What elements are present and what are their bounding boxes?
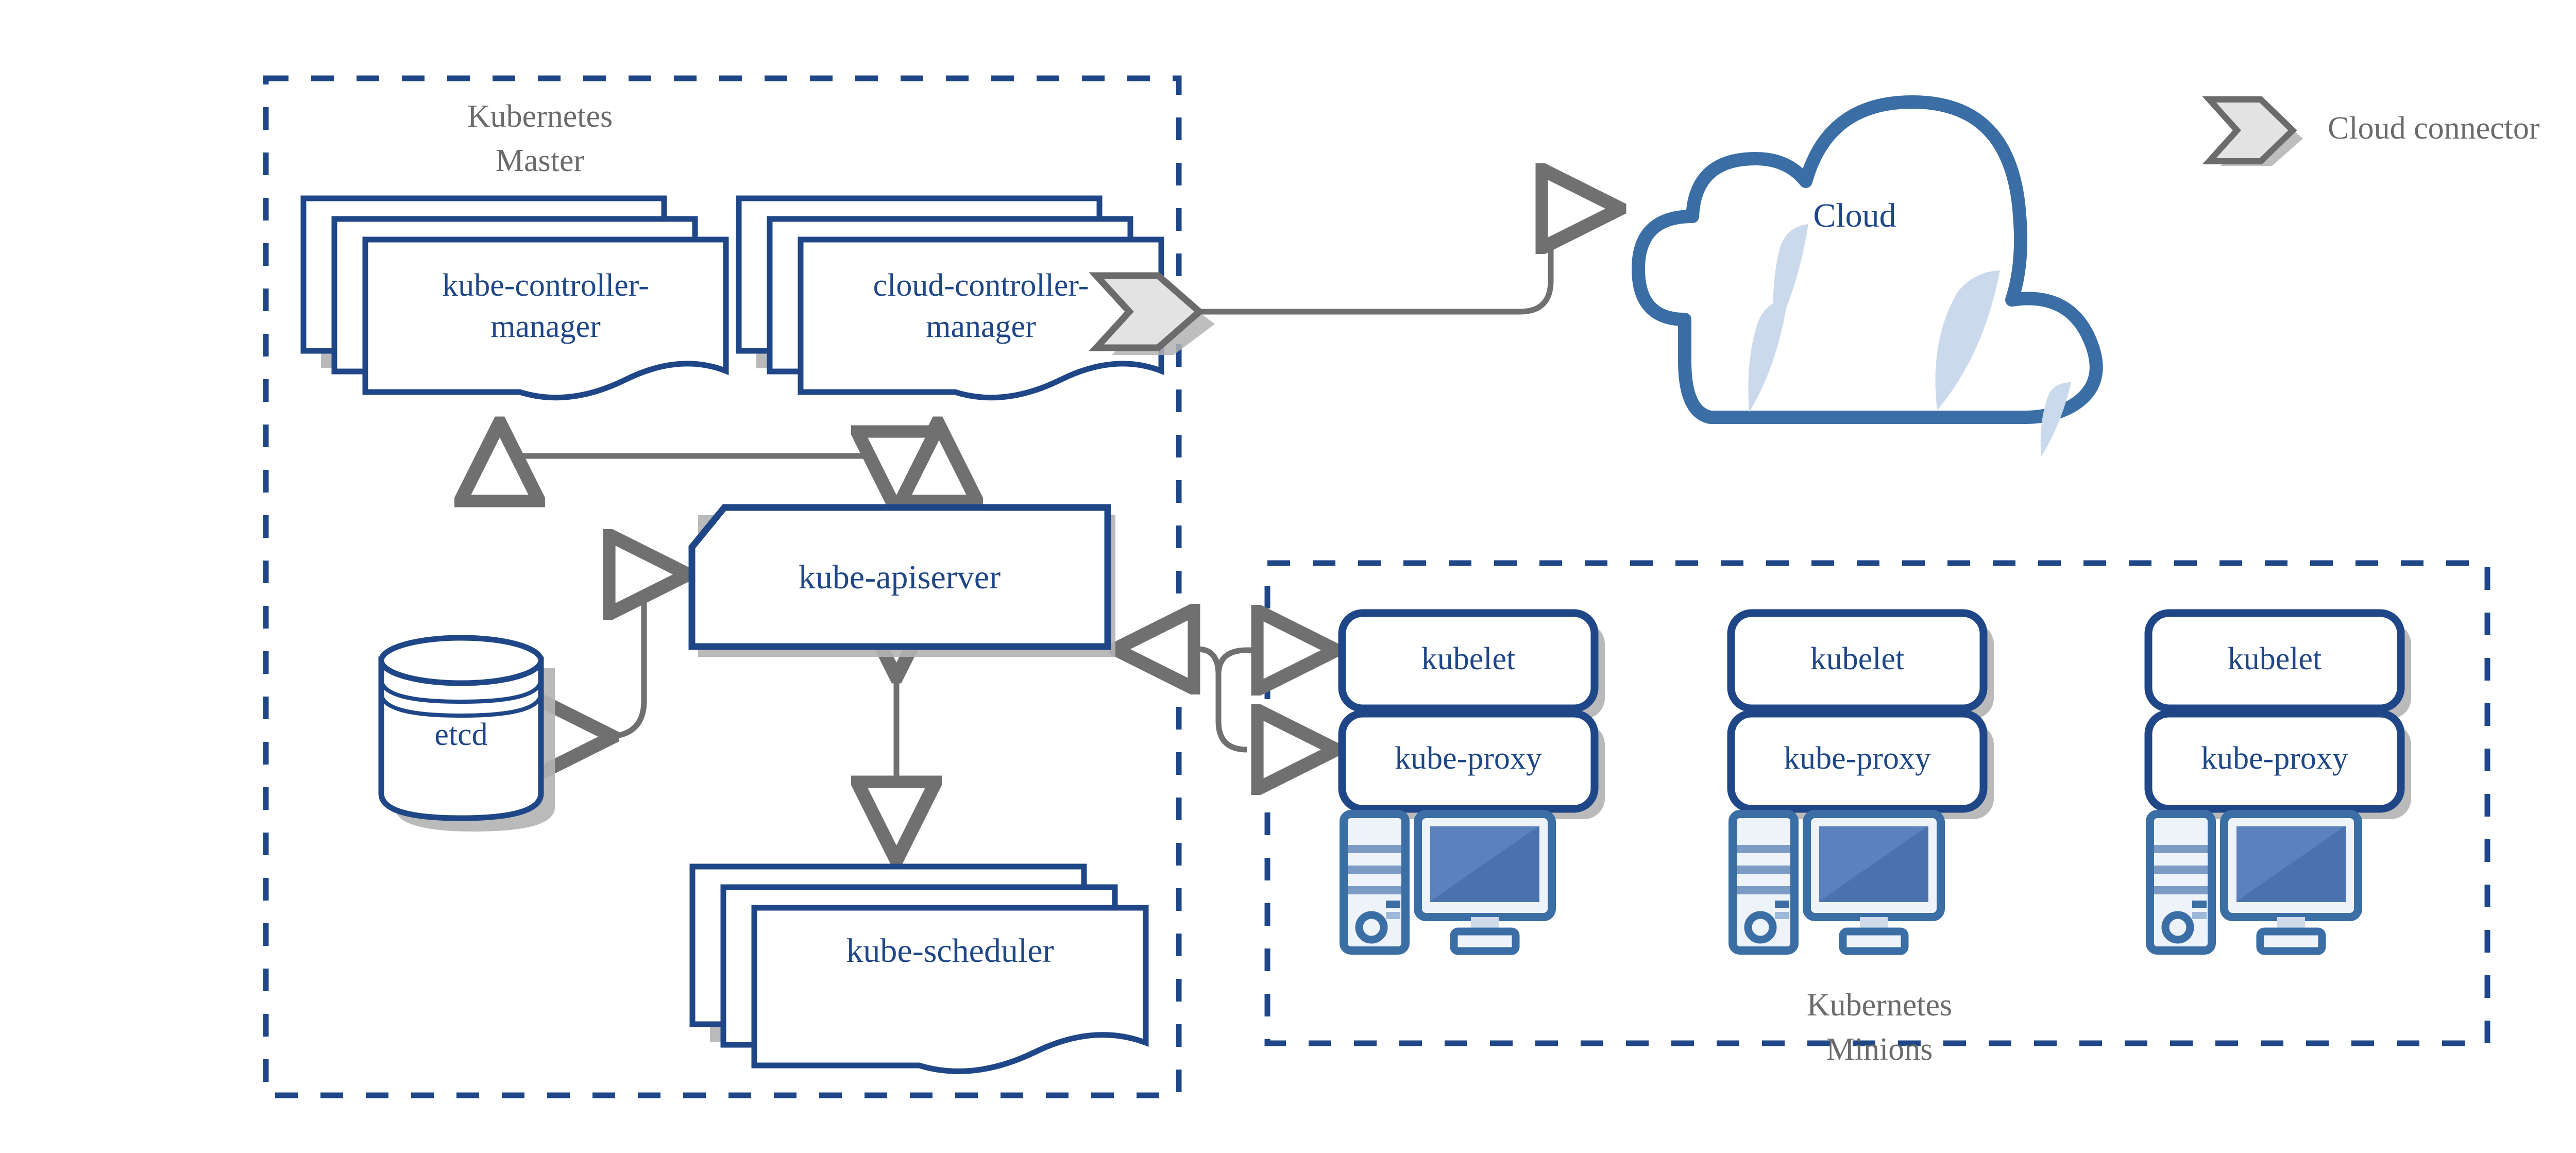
minion1-tower [1340,810,1410,955]
minion2-monitor-screen [1819,826,1928,902]
minion2-tower-stripe-3 [1737,886,1790,894]
cloud-accent-3 [1935,270,2000,410]
minion3-monitor-base [2256,927,2326,955]
minion1-monitor-screen [1430,826,1539,902]
kube-controller-manager-label-line1: kube-controller- [442,268,649,303]
cloud-accent-4 [2040,382,2071,456]
minion2-desktop-computer-icon [1728,810,1945,955]
minion2-tower-stripe-2 [1737,866,1790,874]
minion2-tower-power-button [1744,911,1777,944]
minion1-tower-led-2 [1386,912,1400,919]
ccm-doc-front [798,236,1164,401]
minion2-tower-led-1 [1775,901,1789,908]
minion-node-3: kubelet kube-proxy [2144,609,2411,955]
node-etcd[interactable]: etcd [378,635,555,832]
minion3-tower-led-1 [2192,901,2207,908]
minion1-tower-led-1 [1386,901,1400,908]
scheduler-doc-front [751,905,1149,1074]
master-zone-title-line1: Kubernetes [467,99,613,134]
cloud-accent-2 [1748,299,1788,412]
connector-fork-to-kubelet-seg [1215,647,1319,675]
minion2-kubelet-label: kubelet [1810,641,1905,676]
minions-zone-title-line2: Minions [1826,1032,1933,1067]
minion3-tower-stripe-2 [2154,866,2208,874]
minion3-tower [2146,810,2216,955]
minion1-monitor-base [1450,927,1520,955]
minion3-tower-stripe-3 [2154,886,2208,894]
kube-controller-manager-label-line2: manager [490,309,601,344]
minion1-proxy-box[interactable] [1338,709,1599,813]
kcm-doc-front [362,236,729,401]
cloud-controller-manager-label-line1: cloud-controller- [873,268,1089,303]
etcd-label: etcd [434,717,487,752]
cloud-controller-manager-label-line2: manager [926,309,1036,344]
minion-node-2: kubelet kube-proxy [1727,609,1994,955]
etcd-ring-2 [379,692,543,718]
minion3-tower-led-2 [2192,912,2207,919]
minion1-kubelet-box[interactable] [1338,609,1599,713]
minion2-proxy-label: kube-proxy [1784,741,1931,776]
minion1-kubelet-label: kubelet [1421,641,1516,676]
minion2-kubelet-box[interactable] [1727,609,1988,713]
legend: Cloud connector [2202,96,2540,166]
minion3-kubelet-label: kubelet [2228,641,2322,676]
minion1-tower-stripe-2 [1348,866,1401,874]
kube-apiserver-label: kube-apiserver [799,558,1001,596]
minions-zone-title-line1: Kubernetes [1807,988,1952,1023]
minion3-tower-stripe-1 [2154,845,2208,853]
master-zone-border [263,75,1182,1098]
minion3-proxy-label: kube-proxy [2201,741,2348,776]
minion3-desktop-computer-icon [2146,810,2362,955]
apiserver-body [688,504,1111,650]
node-kube-controller-manager[interactable]: kube-controller- manager [300,195,729,401]
minion-node-1: kubelet kube-proxy [1338,609,1605,955]
minion3-monitor-screen [2236,826,2346,902]
minion3-kubelet-box[interactable] [2144,609,2405,713]
minion2-tower [1728,810,1799,955]
minion3-tower-power-button [2161,911,2194,944]
master-zone-title-line2: Master [496,143,585,178]
etcd-top-ellipse [378,635,544,686]
connector-layer [500,209,1613,853]
minion1-tower-stripe-3 [1348,886,1401,894]
chevron-body [1089,272,1205,351]
zone-kubernetes-master: Kubernetes Master [263,75,1182,1098]
cloud-outline [1632,95,2103,424]
minion1-desktop-computer-icon [1340,810,1556,955]
minion3-proxy-box[interactable] [2144,709,2405,813]
etcd-ring-1 [379,679,543,704]
node-cloud[interactable]: Cloud [1610,95,2103,456]
minion1-tower-stripe-1 [1348,845,1401,853]
connector-cloud-connector-to-cloud [1159,209,1613,315]
legend-cloud-connector-icon [2202,96,2297,164]
zone-kubernetes-minions: Kubernetes Minions [1264,560,2490,1067]
node-kube-scheduler[interactable]: kube-scheduler [689,863,1149,1074]
minion2-tower-led-2 [1775,912,1789,919]
legend-label-cloud-connector: Cloud connector [2328,111,2540,146]
minion2-tower-stripe-1 [1737,845,1790,853]
minion2-proxy-box[interactable] [1727,709,1988,813]
minion1-tower-power-button [1355,911,1388,944]
node-kube-apiserver[interactable]: kube-apiserver [688,504,1115,657]
minions-zone-border [1264,560,2490,1046]
cloud-label: Cloud [1813,197,1896,234]
minion1-proxy-label: kube-proxy [1395,741,1542,776]
connector-etcd-apiserver [605,574,680,737]
kube-scheduler-label: kube-scheduler [846,932,1054,970]
node-cloud-controller-manager[interactable]: cloud-controller- manager [736,195,1164,401]
minion2-monitor-base [1839,927,1909,955]
cloud-connector-chevron-icon [1089,272,1215,355]
